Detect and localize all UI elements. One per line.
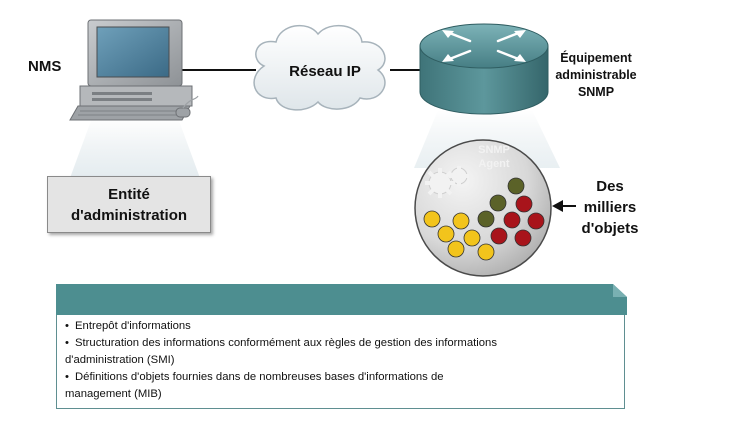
note-body: • Entrepôt d'informations • Structuration … xyxy=(56,315,625,409)
object-dot xyxy=(477,210,495,228)
object-dot xyxy=(503,211,521,229)
object-dot xyxy=(423,210,441,228)
object-dot xyxy=(507,177,525,195)
agent-label-line1: SNMP xyxy=(478,144,510,156)
note-item-1-line1: Entrepôt d'informations xyxy=(75,320,191,332)
device-label-line2: administrable xyxy=(555,68,637,82)
admin-entity-line2: d'administration xyxy=(70,206,188,224)
list-item: • Entrepôt d'informations xyxy=(65,318,618,335)
object-dot xyxy=(463,229,481,247)
network-label: Réseau IP xyxy=(289,63,361,80)
objects-label-line3: d'objets xyxy=(581,220,639,237)
note-item-2-line2: d'administration (SMI) xyxy=(65,354,175,366)
device-label-line3: SNMP xyxy=(577,85,615,99)
object-dot xyxy=(452,212,470,230)
list-item-continuation: d'administration (SMI) xyxy=(65,352,618,369)
admin-entity-box: Entité d'administration xyxy=(47,176,211,233)
bullet: • xyxy=(65,337,69,349)
list-item-continuation: management (MIB) xyxy=(65,386,618,403)
device-label-line1: Équipement xyxy=(560,51,632,65)
objects-label-line2: milliers xyxy=(583,199,637,216)
agent-label-line2: Agent xyxy=(478,158,510,170)
object-dot xyxy=(477,243,495,261)
objects-label: Des milliers d'objets xyxy=(580,176,640,239)
note-item-3-line2: management (MIB) xyxy=(65,388,162,400)
agent-label: SNMP Agent xyxy=(470,143,518,171)
bullet: • xyxy=(65,320,69,332)
object-dot xyxy=(490,227,508,245)
object-dot xyxy=(514,229,532,247)
objects-label-line1: Des xyxy=(596,178,624,195)
computer-icon xyxy=(69,19,200,178)
nms-label: NMS xyxy=(28,58,62,75)
cloud-icon xyxy=(253,24,386,111)
bullet: • xyxy=(65,371,69,383)
object-dot xyxy=(515,195,533,213)
object-dot xyxy=(489,194,507,212)
admin-entity-line1: Entité xyxy=(108,185,150,203)
list-item: • Définitions d'objets fournies dans de n… xyxy=(65,369,618,386)
arrow-left-icon xyxy=(552,200,576,212)
object-dot xyxy=(437,225,455,243)
note-list: • Entrepôt d'informations • Structuration … xyxy=(65,315,618,403)
object-dot xyxy=(447,240,465,258)
note-header-shape xyxy=(56,284,627,315)
device-label: Équipement administrable SNMP xyxy=(548,50,644,101)
note-item-2-line1: Structuration des informations conformém… xyxy=(75,337,497,349)
object-dot xyxy=(527,212,545,230)
object-dots xyxy=(423,177,545,261)
note-panel: • Entrepôt d'informations • Structuration … xyxy=(56,284,627,411)
note-item-3-line1: Définitions d'objets fournies dans de no… xyxy=(75,371,444,383)
list-item: • Structuration des informations conformé… xyxy=(65,335,618,352)
